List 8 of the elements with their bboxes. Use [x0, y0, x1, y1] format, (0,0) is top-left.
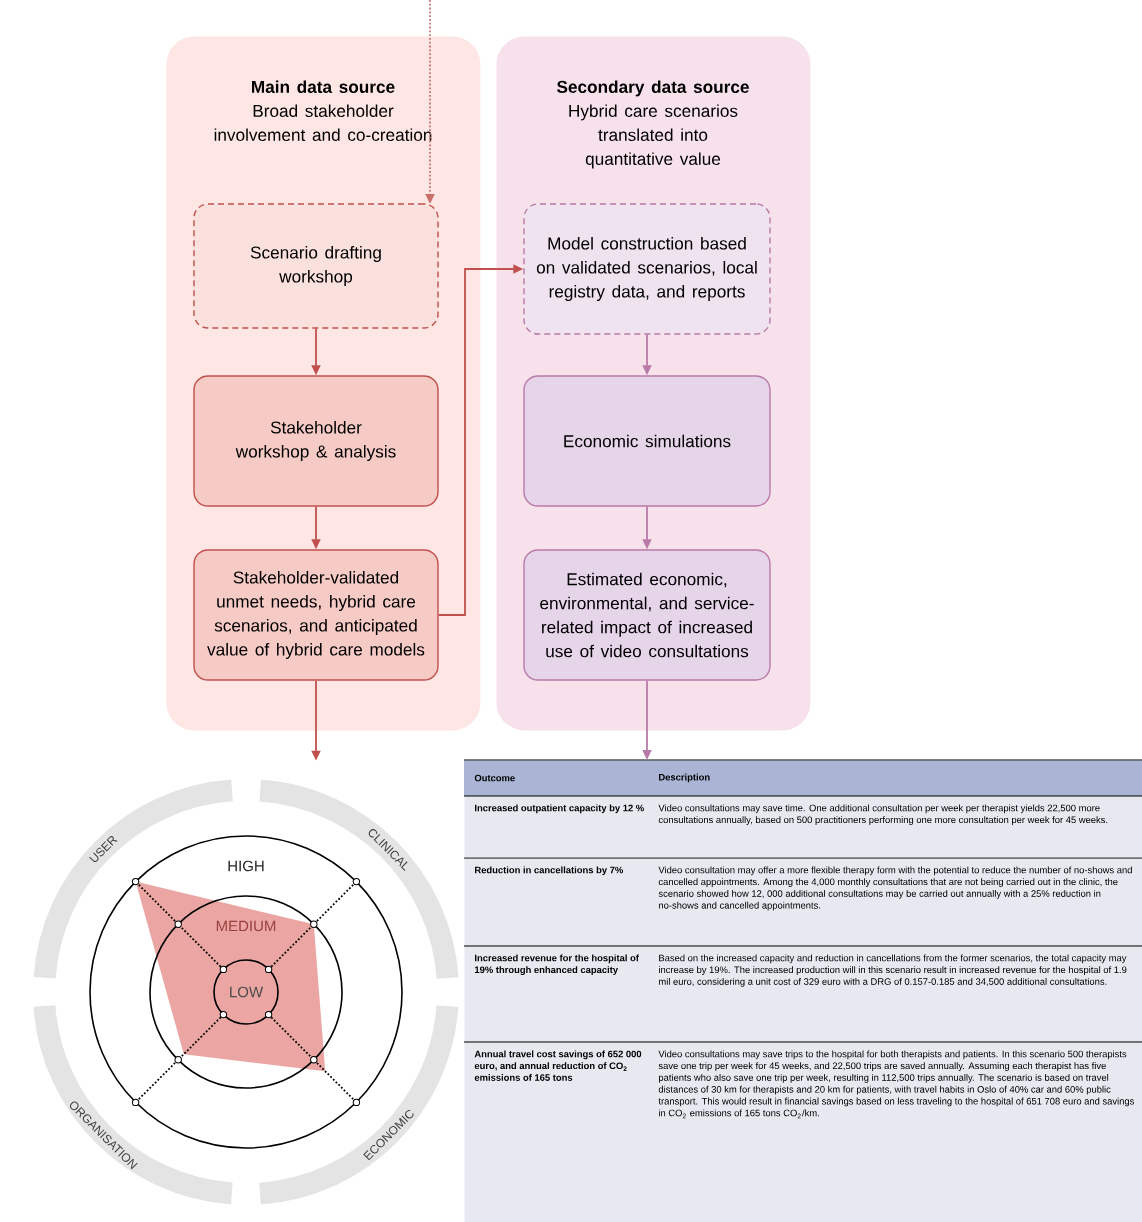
table: [464, 760, 1142, 1222]
process-box: Scenario drafting workshop: [193, 203, 439, 329]
process-box: Stakeholder workshop & analysis: [193, 375, 439, 507]
process-box: Estimated economic, environmental, and service-related impact of increased use of video consultations: [523, 549, 771, 681]
process-box: Economic simulations: [523, 375, 771, 507]
radar-chart-drawing: [33, 779, 459, 1205]
process-box: Model construction based on validated scenarios, local registry data, and reports: [523, 203, 771, 335]
process-box: Stakeholder-validated unmet needs, hybrid care scenarios, and anticipated value of hybrid care models: [193, 549, 439, 681]
